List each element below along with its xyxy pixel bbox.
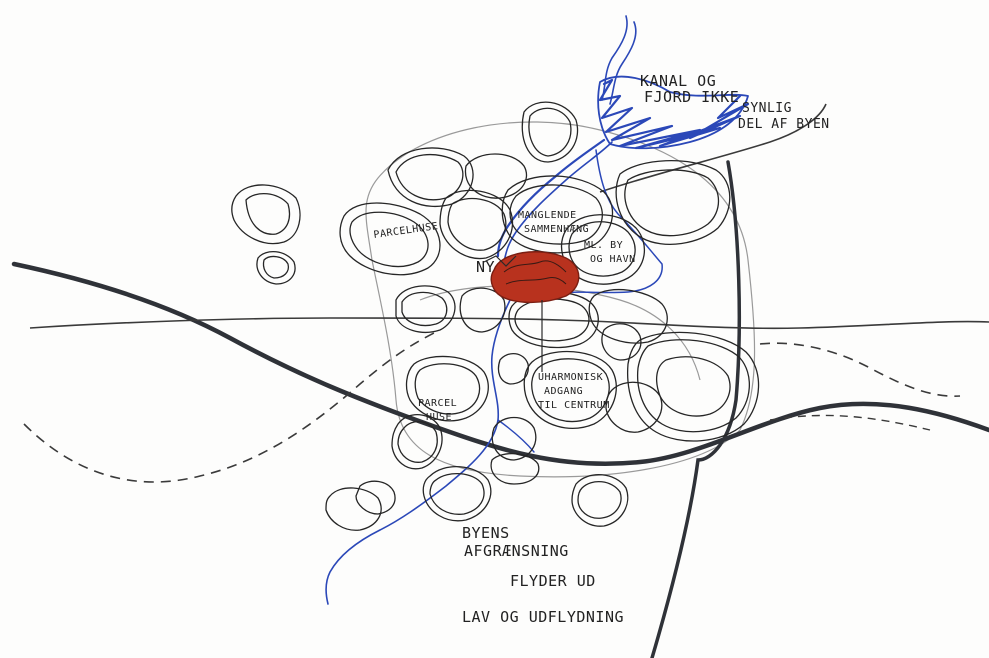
label-manglende-4: OG HAVN [590, 254, 636, 265]
dashed-path-east-2 [770, 415, 930, 430]
canal-upper-2 [610, 22, 636, 104]
blob-southwest-b [356, 481, 395, 514]
blob-south-east-b [578, 482, 621, 519]
blob-west-2b [263, 257, 288, 278]
blob-ne [616, 161, 730, 245]
label-canal-2: FJORD IKKE [644, 88, 739, 106]
north-south-road [652, 162, 739, 658]
label-byens-1: BYENS [462, 524, 510, 542]
blob-big-east-inner [657, 357, 730, 416]
city-centre-group [491, 252, 579, 303]
blob-top-1 [388, 148, 473, 206]
label-byens-2: AFGRÆNSNING [464, 542, 569, 560]
blob-south-4b [430, 474, 484, 515]
blob-south-4 [423, 467, 491, 521]
blob-southwest [326, 488, 381, 530]
city-centre-fill [491, 252, 579, 303]
label-manglende-3: ML. BY [584, 240, 623, 251]
label-byens-3: FLYDER UD [510, 572, 596, 590]
blob-west-1b [246, 194, 290, 235]
blob-center-left [440, 190, 513, 258]
blob-mid-left-b [402, 292, 447, 325]
neighborhood-blobs [232, 102, 759, 530]
blob-center-left-b [448, 199, 506, 251]
label-manglende-1: MANGLENDE [518, 210, 577, 221]
label-ny: NY [476, 258, 495, 276]
road-group [14, 104, 989, 658]
label-uharmonisk-3: TIL CENTRUM [538, 400, 610, 411]
label-synlig-2: DEL AF BYEN [738, 117, 830, 132]
label-parcel-left: PARCELHUSE [373, 221, 439, 241]
blob-top-1b [396, 155, 463, 200]
blob-south-3 [491, 454, 539, 484]
canal-upper [602, 16, 627, 100]
blob-top-2 [465, 154, 526, 198]
label-lav-udflydning: LAV OG UDFLYDNING [462, 608, 624, 626]
label-uharmonisk-2: ADGANG [544, 386, 583, 397]
label-uharmonisk-1: UHARMONISK [538, 372, 603, 383]
blob-top-3b [529, 108, 571, 156]
dashed-path-east [760, 343, 960, 396]
blob-parcel-left-b [350, 212, 428, 266]
label-parcel-bottom-1: PARCEL [418, 398, 457, 409]
label-manglende-2: SAMMENHÆNG [524, 224, 589, 235]
label-parcel-bottom-2: HUSE [426, 412, 452, 423]
blob-top-3 [522, 102, 577, 162]
label-synlig-1: SYNLIG [742, 101, 792, 116]
